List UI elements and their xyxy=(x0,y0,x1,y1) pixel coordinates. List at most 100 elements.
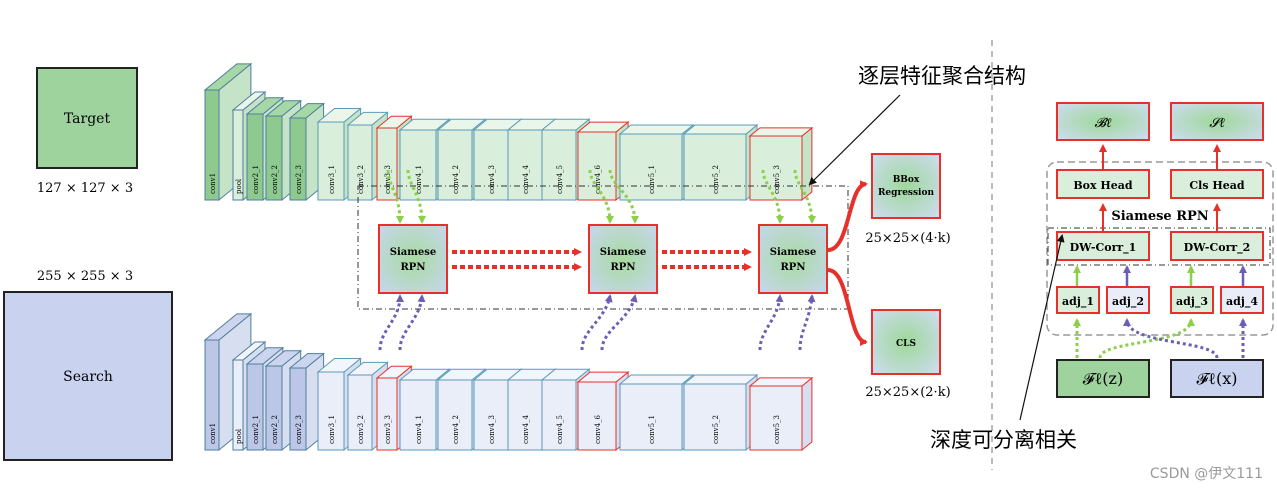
search-label: Search xyxy=(63,369,113,385)
bbox-output: BBox Regression xyxy=(871,153,941,219)
layer-label: conv5_3 xyxy=(773,165,781,194)
box-head-label: Box Head xyxy=(1073,179,1133,192)
layer-label: conv4_5 xyxy=(556,165,564,194)
layer-label: conv4_3 xyxy=(488,165,496,194)
dw-corr-1-label: DW-Corr_1 xyxy=(1070,241,1137,255)
depthwise-annotation: 深度可分离相关 xyxy=(930,428,1077,452)
layer-label: conv3_1 xyxy=(328,415,336,444)
bbox-line2: Regression xyxy=(878,188,935,198)
right-panel: 𝓑ℓ 𝓢ℓ Box Head Cls Head Siamese RPN DW-C… xyxy=(1046,102,1274,398)
search-layer-conv5_2: conv5_2 xyxy=(682,373,759,452)
layer-label: conv3_2 xyxy=(357,165,365,194)
adj-3: adj_3 xyxy=(1170,286,1214,314)
rpn-2-line1: Siamese xyxy=(600,247,646,258)
template-layer-conv5_1: conv5_1 xyxy=(618,123,695,202)
layer-label: conv4_6 xyxy=(594,164,602,194)
fx-label: 𝓕ℓ(x) xyxy=(1197,369,1238,388)
layer-label: conv2_1 xyxy=(252,165,260,194)
rpn-block-3: Siamese RPN xyxy=(758,224,828,294)
rpn-block-2: Siamese RPN xyxy=(588,224,658,294)
template-layer-conv5_2: conv5_2 xyxy=(682,123,759,202)
layer-label: conv4_2 xyxy=(452,165,460,194)
s-output-label: 𝓢ℓ xyxy=(1209,116,1225,131)
layer-label: conv5_1 xyxy=(648,415,656,444)
search-size: 255 × 255 × 3 xyxy=(37,269,133,284)
aggregation-arrows xyxy=(452,248,752,271)
layer-label: conv4_5 xyxy=(556,415,564,444)
siamese-rpn-group xyxy=(1046,161,1274,336)
layer-label: conv5_2 xyxy=(712,415,720,444)
cls-output: CLS xyxy=(871,309,941,375)
feature-arrows xyxy=(378,169,816,351)
rpn-1-line2: RPN xyxy=(401,262,426,273)
layer-label: conv4_2 xyxy=(452,415,460,444)
adj-2: adj_2 xyxy=(1106,286,1150,314)
rpn-region xyxy=(357,185,849,310)
search-layer-conv3_2: conv3_2 xyxy=(346,361,389,452)
dw-corr-2-label: DW-Corr_2 xyxy=(1184,241,1251,255)
layer-label: pool xyxy=(235,178,243,194)
layer-label: conv3_3 xyxy=(384,165,392,194)
layer-label: conv5_1 xyxy=(648,165,656,194)
layer-label: conv2_3 xyxy=(295,415,303,444)
layer-label: conv2_1 xyxy=(252,415,260,444)
layer-label: conv3_3 xyxy=(384,415,392,444)
box-head: Box Head xyxy=(1056,169,1150,199)
rpn-1-line1: Siamese xyxy=(390,247,436,258)
target-label: Target xyxy=(64,111,111,127)
fx-box: 𝓕ℓ(x) xyxy=(1170,359,1264,398)
fz-label: 𝓕ℓ(z) xyxy=(1083,369,1123,388)
fz-box: 𝓕ℓ(z) xyxy=(1056,359,1150,398)
target-size: 127 × 127 × 3 xyxy=(37,181,133,196)
rpn-3-line2: RPN xyxy=(781,262,806,273)
layer-label: conv1 xyxy=(209,173,217,194)
template-layer-conv5_3: conv5_3 xyxy=(748,126,814,202)
b-output-box: 𝓑ℓ xyxy=(1056,102,1150,141)
layer-label: conv4_4 xyxy=(522,414,530,444)
rpn-2-line2: RPN xyxy=(611,262,636,273)
search-layer-conv5_3: conv5_3 xyxy=(748,376,814,452)
layer-label: conv5_3 xyxy=(773,415,781,444)
cls-size: 25×25×(2·k) xyxy=(865,385,950,400)
layer-label: conv2_3 xyxy=(295,165,303,194)
dw-corr-1: DW-Corr_1 xyxy=(1056,231,1150,261)
template-backbone: conv1 pool conv2_1 conv2_2 conv2_3 conv3_1 con… xyxy=(203,62,814,202)
b-output-label: 𝓑ℓ xyxy=(1095,116,1112,131)
cls-head-label: Cls Head xyxy=(1189,179,1244,192)
cls-label: CLS xyxy=(896,339,916,349)
layer-label: conv4_1 xyxy=(415,165,423,194)
layer-label: pool xyxy=(235,428,243,444)
rpn-block-1: Siamese RPN xyxy=(378,224,448,294)
dw-corr-2: DW-Corr_2 xyxy=(1170,231,1264,261)
layer-label: conv4_3 xyxy=(488,415,496,444)
layerwise-annotation: 逐层特征聚合结构 xyxy=(858,64,1026,88)
cls-arrow xyxy=(827,268,868,346)
layer-label: conv4_1 xyxy=(415,415,423,444)
template-layer-conv4_6: conv4_6 xyxy=(576,121,630,202)
layerwise-pointer xyxy=(808,94,901,186)
bbox-size: 25×25×(4·k) xyxy=(865,231,950,246)
layer-label: conv2_2 xyxy=(271,165,279,194)
bbox-line1: BBox xyxy=(893,175,920,185)
bbox-arrow xyxy=(827,180,868,252)
layer-label: conv5_2 xyxy=(712,165,720,194)
layer-label: conv3_1 xyxy=(328,165,336,194)
siamese-rpn-label: Siamese RPN xyxy=(1111,209,1208,224)
adj-1: adj_1 xyxy=(1056,286,1100,314)
layer-label: conv1 xyxy=(209,423,217,444)
layer-label: conv4_6 xyxy=(594,414,602,444)
target-input: Target xyxy=(36,67,138,169)
layer-label: conv3_2 xyxy=(357,415,365,444)
layer-label: conv4_4 xyxy=(522,164,530,194)
search-input: Search xyxy=(3,291,173,461)
rpn-3-line1: Siamese xyxy=(770,247,816,258)
depthwise-pointer xyxy=(1019,234,1065,421)
adj-2-label: adj_2 xyxy=(1112,295,1144,309)
search-layer-conv5_1: conv5_1 xyxy=(618,373,695,452)
s-output-box: 𝓢ℓ xyxy=(1170,102,1264,141)
watermark: CSDN @伊文111 xyxy=(1149,466,1263,482)
adj-4: adj_4 xyxy=(1220,286,1264,314)
